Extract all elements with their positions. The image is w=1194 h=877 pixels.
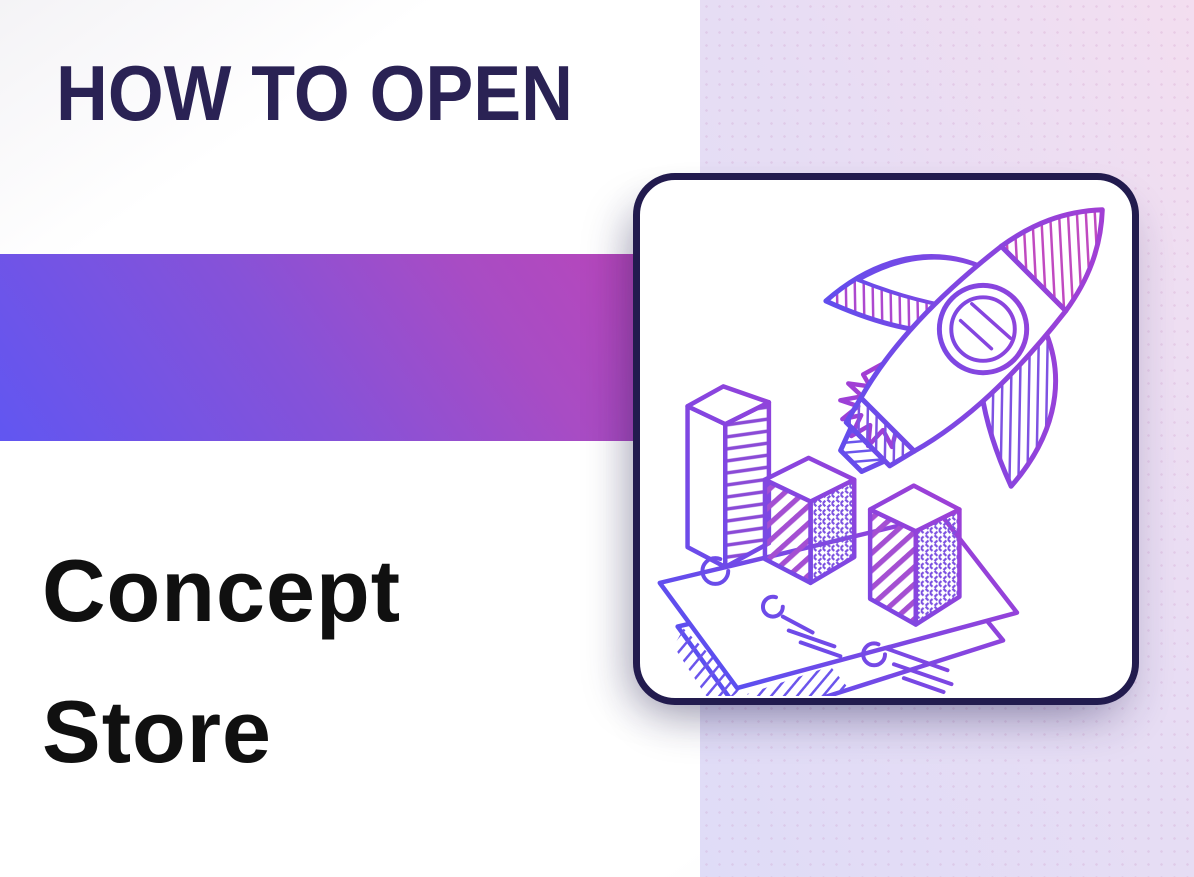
- illustration-card: [633, 173, 1139, 705]
- rocket-bar-chart-illustration: [657, 207, 1105, 696]
- tall-bar-column: [685, 384, 772, 570]
- dashed-arrow-right-icon: [52, 561, 410, 637]
- title-line-1: Concept: [42, 541, 401, 640]
- headline: HOW TO OPEN: [56, 49, 573, 137]
- hatched-cube-right: [867, 483, 962, 627]
- gradient-band: [0, 254, 648, 637]
- rocket-icon: [823, 207, 1105, 489]
- title-line-2: Store: [42, 682, 272, 781]
- page-title: Concept Store: [42, 520, 401, 802]
- hatched-cube-middle: [762, 455, 857, 586]
- rivet-circles: [700, 556, 887, 668]
- motion-lines: [780, 614, 954, 695]
- porthole-window: [936, 282, 1030, 376]
